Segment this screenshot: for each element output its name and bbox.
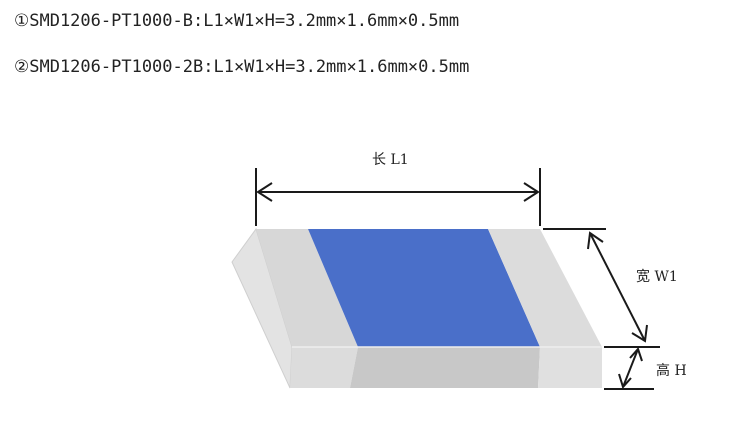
length-arrowhead-left — [256, 182, 273, 202]
height-arrowhead-bottom — [618, 373, 632, 389]
right-end-cap-front — [538, 347, 602, 388]
length-arrowhead-right — [523, 182, 540, 202]
spec-line-b: ①SMD1206-PT1000-B:L1×W1×H=3.2mm×1.6mm×0.… — [14, 11, 460, 31]
width-arrow-line — [589, 232, 646, 342]
resistive-film — [308, 229, 540, 347]
length-label: 长 L1 — [372, 152, 409, 168]
spec-line-2b: ②SMD1206-PT1000-2B:L1×W1×H=3.2mm×1.6mm×0… — [14, 57, 470, 77]
chip-body — [231, 227, 602, 389]
height-arrow-line — [622, 348, 639, 388]
height-dimension — [604, 347, 654, 390]
length-dimension — [255, 168, 541, 226]
height-arrowhead-top — [629, 347, 643, 362]
left-end-cap-top — [256, 229, 358, 347]
width-arrowhead-top — [587, 231, 604, 250]
width-dimension — [543, 228, 660, 348]
body-front-face — [350, 347, 540, 388]
width-label: 宽 W1 — [636, 268, 678, 285]
right-end-cap-top — [488, 229, 602, 347]
width-arrowhead-bottom — [631, 324, 648, 343]
left-end-cap-front — [290, 347, 358, 388]
height-label: 高 H — [656, 362, 687, 379]
